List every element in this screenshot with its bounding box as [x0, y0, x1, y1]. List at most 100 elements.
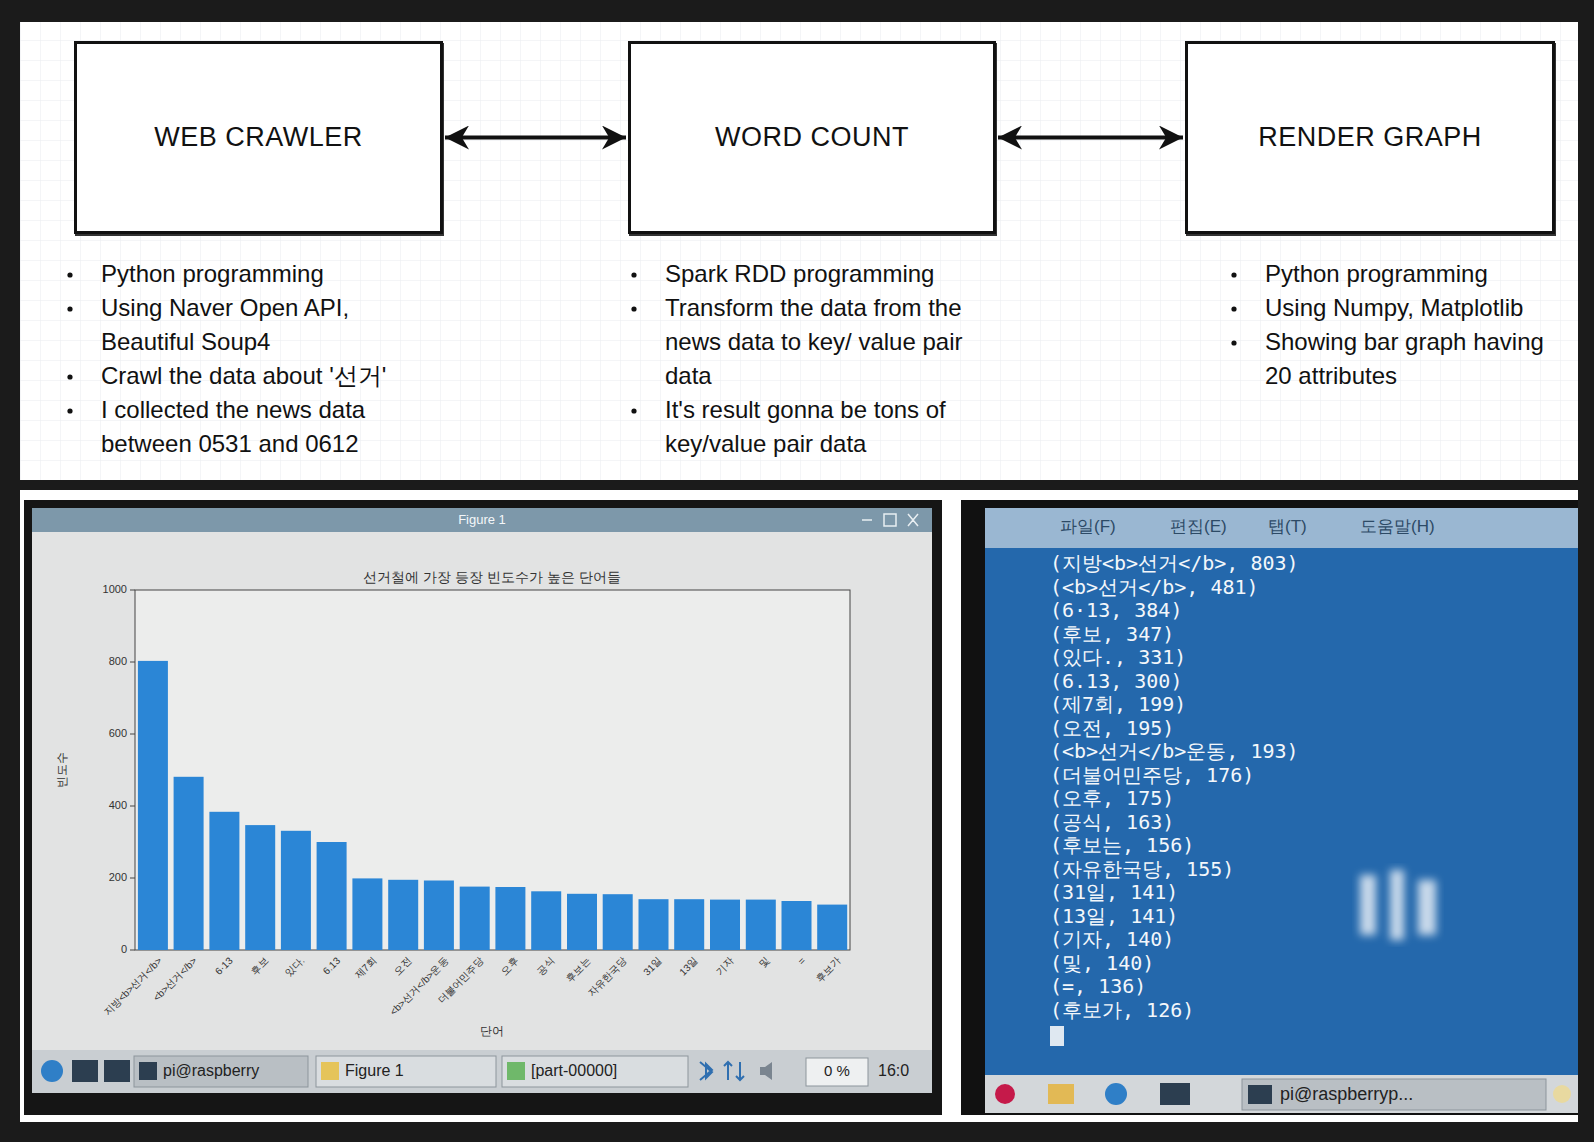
bullet-dot	[1231, 340, 1236, 345]
menu-item: 편집(E)	[1170, 517, 1227, 537]
taskbar-label: pi@raspberry	[163, 1061, 259, 1080]
tick-label: 지방<b>선거</b>	[101, 955, 164, 1018]
reflection	[1360, 870, 1436, 940]
tick-label: =	[795, 955, 808, 968]
bullet-dot	[631, 272, 636, 277]
terminal-line: (있다., 331)	[1050, 646, 1186, 669]
terminal-icon	[1160, 1083, 1190, 1105]
terminal-line: (제7회, 199)	[1050, 693, 1186, 716]
editor-icon	[507, 1062, 525, 1080]
plot-frame	[135, 590, 850, 950]
terminal-line: (더불어민주당, 176)	[1050, 764, 1254, 787]
terminal-line: (<b>선거</b>, 481)	[1050, 576, 1259, 599]
bullet-text: I collected the news data between 0531 a…	[101, 393, 401, 461]
terminal-line: (6.13, 300)	[1050, 670, 1182, 693]
reflection	[1360, 875, 1376, 935]
bullet-text: Using Naver Open API, Beautiful Soup4	[101, 291, 401, 359]
tick-label: 후보	[249, 955, 272, 978]
window-title-bar	[32, 508, 932, 532]
terminal-line: (오전, 195)	[1050, 717, 1174, 740]
bullet-text: Using Numpy, Matplotlib	[1265, 291, 1565, 325]
tick-label: 6·13	[213, 955, 236, 978]
task-button	[1242, 1079, 1546, 1110]
photo-bezel	[961, 500, 1578, 1115]
tick-label: 오후	[499, 955, 522, 978]
tick-label: 있다.	[283, 955, 308, 980]
box-label: RENDER GRAPH	[1258, 122, 1482, 153]
bullet-dot	[631, 306, 636, 311]
bullet-text: Python programming	[1265, 257, 1565, 291]
bullet-text: Showing bar graph having 20 attributes	[1265, 325, 1565, 393]
axis-title: 단어	[480, 1024, 504, 1038]
bullet-dot	[67, 272, 72, 277]
tick-label: 후보는	[564, 955, 594, 985]
folder-icon	[1048, 1084, 1074, 1104]
tick-label: 600	[109, 727, 127, 740]
menu-item: 파일(F)	[1060, 517, 1116, 537]
bullet-dot	[631, 408, 636, 413]
taskbar-label: [part-00000]	[531, 1061, 617, 1080]
task-button	[502, 1056, 688, 1087]
taskbar-label: 0 %	[824, 1062, 850, 1080]
menu-item: 도움말(H)	[1360, 517, 1435, 537]
menu-bar	[985, 508, 1578, 548]
terminal-line: (31일, 141)	[1050, 881, 1178, 904]
photo-bezel	[24, 500, 942, 1115]
box-label: WORD COUNT	[715, 122, 909, 153]
bullet-dot	[67, 306, 72, 311]
bar	[495, 887, 525, 950]
double-arrow	[998, 136, 1183, 140]
process-box: RENDER GRAPH	[1185, 41, 1555, 234]
bluetooth-icon	[700, 1062, 712, 1080]
bullet-dot	[1231, 272, 1236, 277]
tick-label: 및	[757, 955, 773, 971]
tick-label: 200	[109, 871, 127, 884]
bar	[460, 887, 490, 950]
tick-label: 후보가	[814, 955, 844, 985]
terminal-line: (6·13, 384)	[1050, 599, 1182, 622]
browser-icon	[41, 1060, 63, 1082]
bullet-dot	[67, 408, 72, 413]
window-title: Figure 1	[458, 512, 506, 528]
window-buttons	[862, 514, 918, 526]
network-icon	[724, 1062, 744, 1080]
task-button	[134, 1056, 308, 1087]
taskbar-label: pi@raspberryp...	[1280, 1084, 1413, 1106]
bar	[710, 900, 740, 950]
bar	[317, 842, 347, 950]
terminal-icon	[104, 1060, 130, 1082]
bar	[245, 825, 275, 950]
terminal-line: (및, 140)	[1050, 952, 1154, 975]
terminal-icon	[72, 1060, 98, 1082]
box-label: WEB CRAWLER	[154, 122, 363, 153]
bullet-dot	[1231, 306, 1236, 311]
cpu-box	[806, 1058, 868, 1086]
tick-label: 13일	[677, 955, 700, 978]
bar	[817, 905, 847, 950]
bar	[531, 891, 561, 950]
chart-title: 선거철에 가장 등장 빈도수가 높은 단어들	[363, 569, 620, 586]
bar	[352, 878, 382, 950]
terminal-line: (공식, 163)	[1050, 811, 1174, 834]
bars	[138, 661, 847, 950]
bullet-text: Spark RDD programming	[665, 257, 965, 291]
terminal-line: (후보, 347)	[1050, 623, 1174, 646]
taskbar-label: 16:0	[878, 1061, 909, 1080]
screen	[32, 508, 932, 1093]
speaker-icon	[760, 1062, 772, 1080]
task-button	[316, 1056, 496, 1087]
figure-icon	[321, 1062, 339, 1080]
bar	[674, 899, 704, 950]
menu-item: 탭(T)	[1268, 517, 1307, 537]
separator	[20, 480, 1578, 490]
taskbar	[32, 1050, 932, 1093]
tray-icon	[1553, 1085, 1571, 1103]
terminal-icon	[1248, 1085, 1272, 1104]
terminal-line: (후보는, 156)	[1050, 834, 1194, 857]
bullet-text: Crawl the data about '선거'	[101, 359, 401, 393]
bar	[603, 894, 633, 950]
tick-label: 1000	[103, 583, 127, 596]
terminal-line: (13일, 141)	[1050, 905, 1178, 928]
bullet-dot	[67, 374, 72, 379]
